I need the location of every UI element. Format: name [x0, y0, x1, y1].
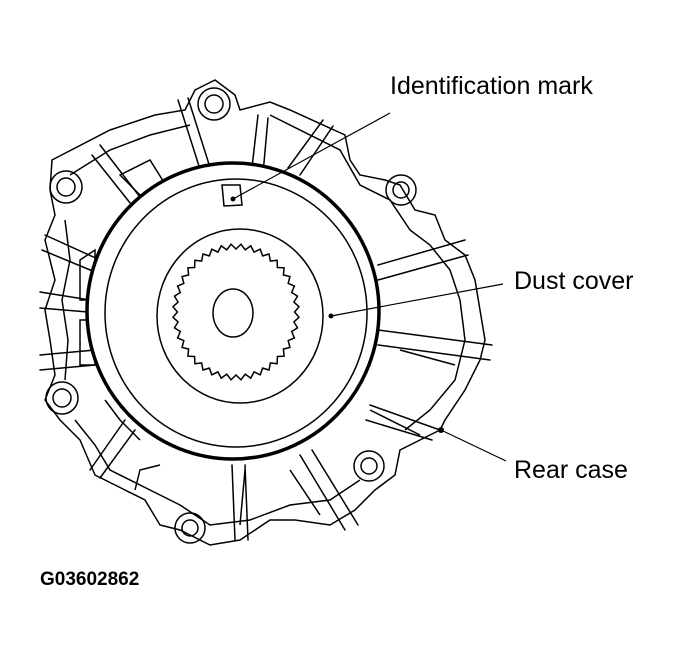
label-dust-cover: Dust cover — [514, 267, 634, 295]
dust-cover — [85, 161, 381, 461]
leader-rear-case — [440, 429, 507, 462]
leader-dots — [230, 196, 444, 433]
figure-code: G03602862 — [40, 569, 140, 590]
gear-teeth — [171, 243, 301, 381]
identification-mark-square — [221, 184, 243, 207]
leader-dust-cover — [330, 283, 504, 317]
label-rear-case: Rear case — [514, 456, 628, 484]
center-hub — [212, 288, 254, 338]
label-identification-mark: Identification mark — [390, 72, 593, 100]
housing-ribs — [39, 97, 493, 541]
leader-lines — [232, 112, 507, 462]
leader-identification-mark — [232, 112, 391, 200]
mounting-bolt-bosses — [45, 87, 417, 544]
spline-gear — [171, 243, 301, 381]
